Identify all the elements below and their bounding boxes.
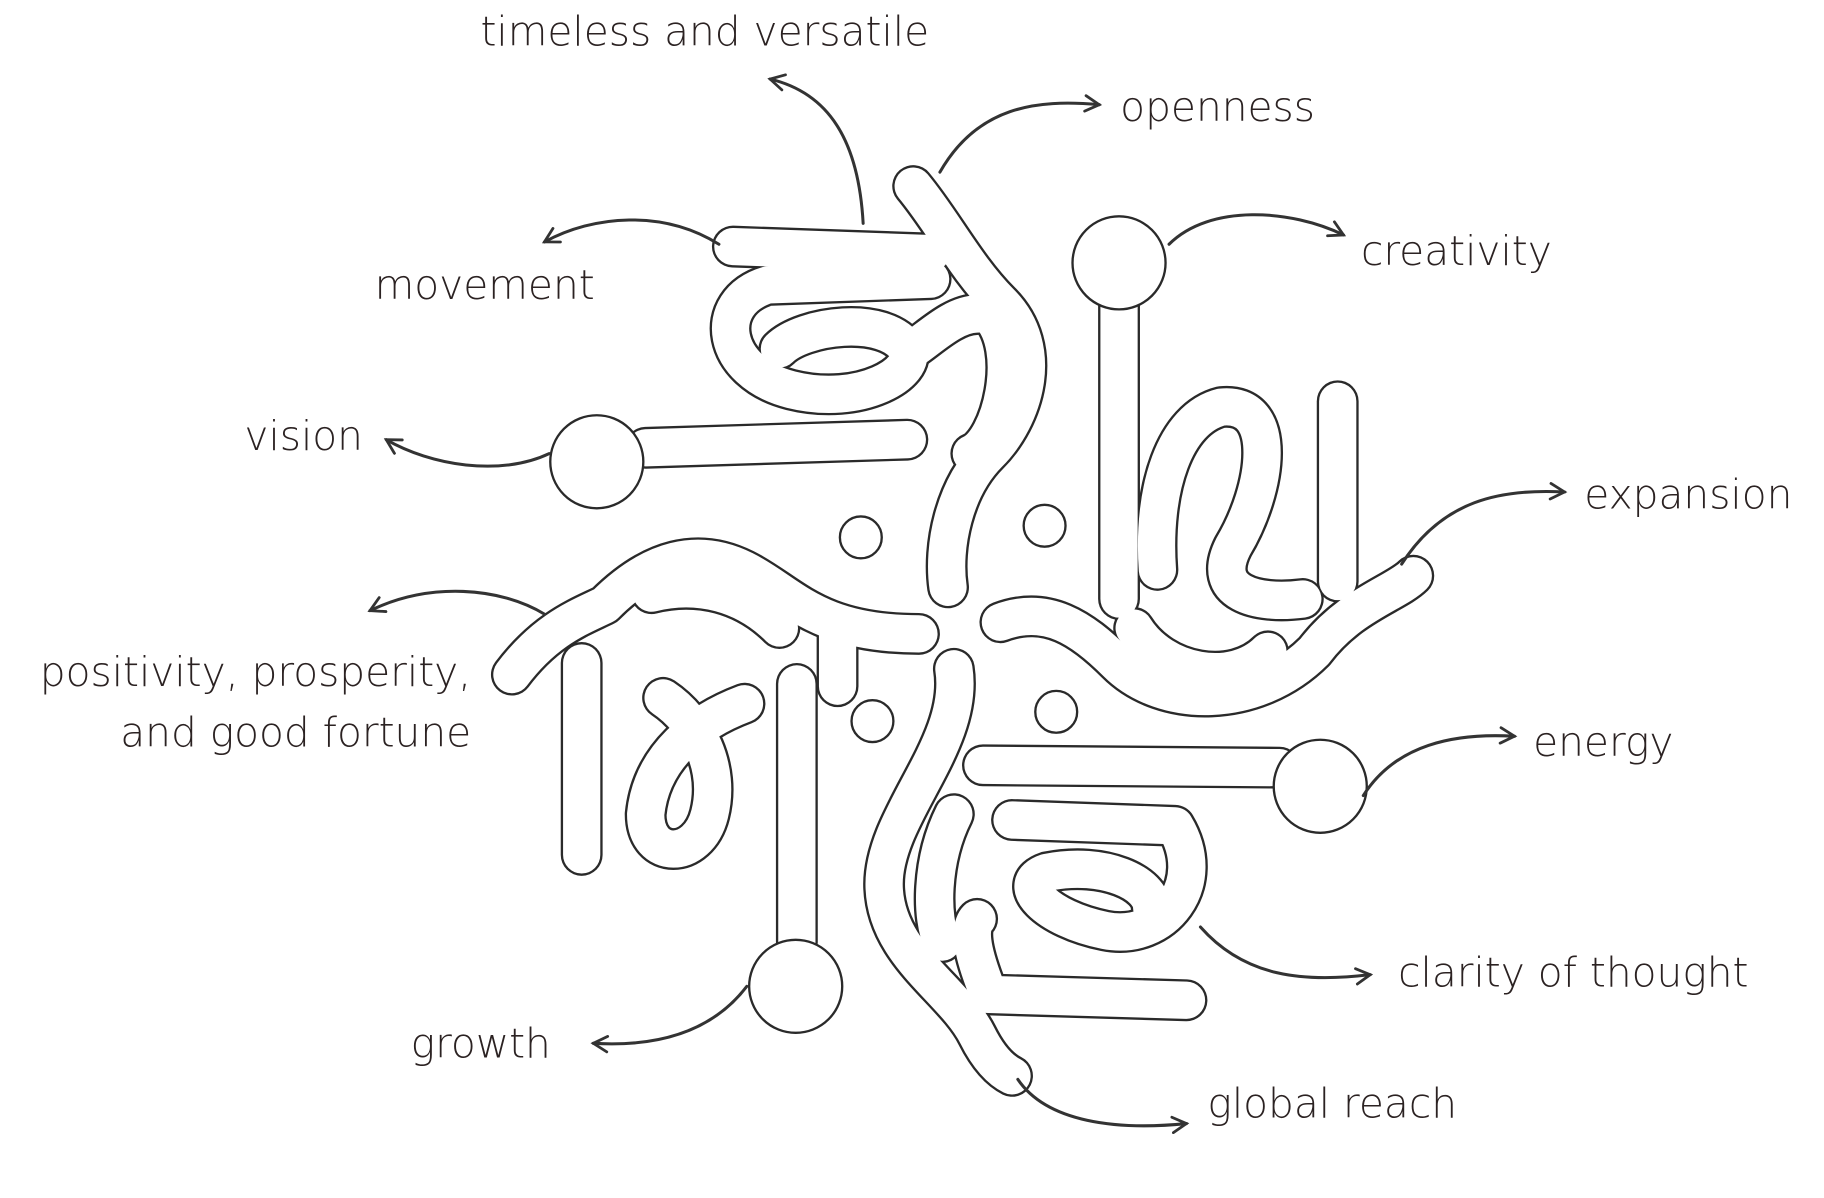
node-circle-right [1272, 738, 1368, 834]
arrow-growth [590, 984, 749, 1054]
dot [838, 515, 883, 560]
label-vision: vision [244, 412, 363, 460]
label-openness: openness [1120, 83, 1315, 131]
label-clarity: clarity of thought [1398, 948, 1748, 996]
arrow-movement [541, 218, 721, 246]
arrow-positivity [367, 589, 546, 616]
label-positivity-line2: and good fortune [120, 709, 471, 757]
dot [1022, 503, 1067, 548]
emblem-glyph [490, 165, 1435, 1097]
arrow-vision [383, 438, 551, 468]
label-expansion: expansion [1584, 470, 1792, 518]
arrow-expansion [1400, 482, 1568, 566]
label-movement: movement [375, 261, 595, 309]
arrow-timeless [767, 73, 865, 225]
arrow-energy [1361, 726, 1518, 798]
label-global-reach: global reach [1207, 1080, 1457, 1128]
dot [1034, 689, 1079, 734]
arrow-creativity [1167, 213, 1347, 246]
arrow-openness [938, 94, 1103, 174]
label-energy: energy [1533, 718, 1673, 766]
dot [850, 699, 895, 744]
arrow-clarity [1198, 925, 1374, 986]
label-positivity-line1: positivity, prosperity, [40, 648, 471, 696]
label-creativity: creativity [1361, 227, 1552, 275]
labels: timeless and versatile openness creativi… [40, 7, 1793, 1127]
arrows [367, 73, 1568, 1135]
label-growth: growth [411, 1019, 551, 1067]
node-circle-top [1071, 215, 1167, 311]
node-circle-left [549, 414, 645, 510]
label-timeless: timeless and versatile [480, 7, 929, 55]
node-circle-bottom [748, 938, 844, 1035]
arrow-global-reach [1016, 1077, 1190, 1135]
